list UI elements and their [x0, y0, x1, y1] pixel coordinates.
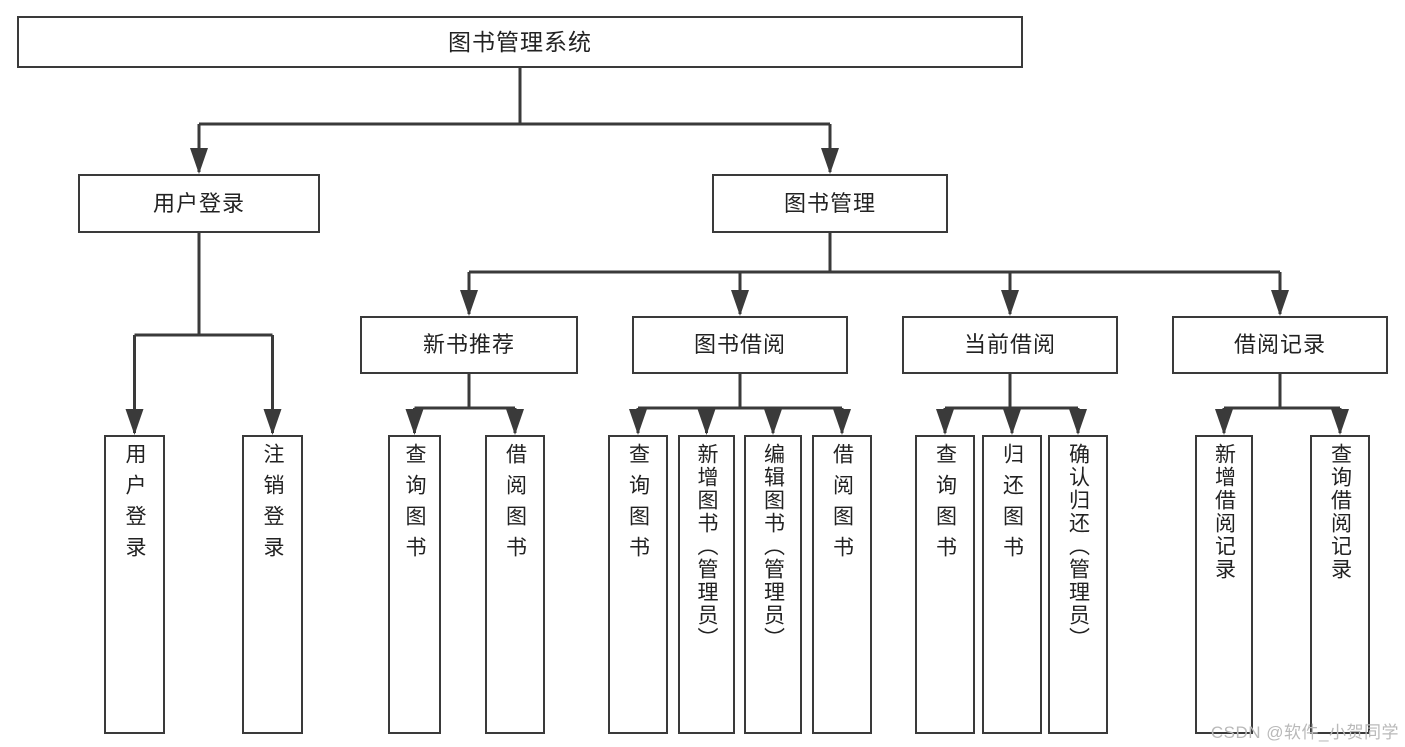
- arrowhead-bw-query: [629, 409, 647, 435]
- node-label-login: 用户登录: [152, 190, 245, 216]
- node-cb-confirm[interactable]: 确认归还（管理员）: [1048, 435, 1108, 734]
- node-borrow[interactable]: 图书借阅: [632, 316, 848, 374]
- node-label-rc-query: 查询借阅记录: [1328, 443, 1352, 581]
- arrowhead-newbook: [460, 290, 478, 316]
- node-label-bw-borrow: 借阅图书: [830, 443, 854, 567]
- node-cb-query[interactable]: 查询图书: [915, 435, 975, 734]
- node-userlogout[interactable]: 注销登录: [242, 435, 303, 734]
- arrowhead-rc-query: [1331, 409, 1349, 435]
- arrowhead-nb-borrow: [506, 409, 524, 435]
- node-label-rc-add: 新增借阅记录: [1212, 443, 1236, 581]
- node-label-cb-return: 归还图书: [1000, 443, 1024, 567]
- node-nb-borrow[interactable]: 借阅图书: [485, 435, 545, 734]
- node-label-nb-borrow: 借阅图书: [503, 443, 527, 567]
- node-newbook[interactable]: 新书推荐: [360, 316, 578, 374]
- node-root[interactable]: 图书管理系统: [17, 16, 1023, 68]
- node-label-current: 当前借阅: [963, 332, 1056, 358]
- arrowhead-borrow: [731, 290, 749, 316]
- node-label-records: 借阅记录: [1233, 332, 1326, 358]
- arrowhead-current: [1001, 290, 1019, 316]
- node-label-bw-add: 新增图书（管理员）: [695, 443, 718, 650]
- node-label-bw-query: 查询图书: [626, 443, 650, 567]
- node-label-cb-query: 查询图书: [933, 443, 957, 567]
- node-label-bookmgmt: 图书管理: [783, 190, 876, 216]
- node-label-bw-edit: 编辑图书（管理员）: [761, 443, 785, 650]
- arrowhead-bw-borrow: [833, 409, 851, 435]
- node-label-nb-query: 查询图书: [403, 443, 426, 567]
- node-bw-add[interactable]: 新增图书（管理员）: [678, 435, 735, 734]
- node-label-userlogin: 用户登录: [123, 443, 146, 567]
- arrowhead-bw-add: [697, 409, 716, 435]
- node-records[interactable]: 借阅记录: [1172, 316, 1388, 374]
- node-label-cb-confirm: 确认归还（管理员）: [1066, 443, 1090, 650]
- node-label-root: 图书管理系统: [448, 28, 592, 55]
- node-label-newbook: 新书推荐: [422, 332, 515, 358]
- node-label-userlogout: 注销登录: [261, 443, 284, 567]
- arrowhead-bookmgmt: [821, 148, 839, 174]
- node-bw-query[interactable]: 查询图书: [608, 435, 668, 734]
- node-current[interactable]: 当前借阅: [902, 316, 1118, 374]
- arrowhead-cb-confirm: [1069, 409, 1087, 435]
- arrowhead-nb-query: [405, 409, 424, 435]
- node-nb-query[interactable]: 查询图书: [388, 435, 441, 734]
- arrowhead-cb-return: [1003, 409, 1021, 435]
- arrowhead-userlogout: [263, 409, 282, 435]
- arrowhead-userlogin: [125, 409, 144, 435]
- node-login[interactable]: 用户登录: [78, 174, 320, 233]
- node-rc-add[interactable]: 新增借阅记录: [1195, 435, 1253, 734]
- watermark-text: CSDN @软件_小贺同学: [1210, 723, 1399, 742]
- arrowhead-cb-query: [936, 409, 954, 435]
- arrowhead-bw-edit: [764, 409, 782, 435]
- arrowhead-records: [1271, 290, 1289, 316]
- arrowhead-rc-add: [1215, 409, 1233, 435]
- arrowhead-login: [190, 148, 208, 174]
- node-bw-borrow[interactable]: 借阅图书: [812, 435, 872, 734]
- node-bw-edit[interactable]: 编辑图书（管理员）: [744, 435, 802, 734]
- node-userlogin[interactable]: 用户登录: [104, 435, 165, 734]
- node-rc-query[interactable]: 查询借阅记录: [1310, 435, 1370, 734]
- node-cb-return[interactable]: 归还图书: [982, 435, 1042, 734]
- node-label-borrow: 图书借阅: [693, 332, 786, 358]
- node-bookmgmt[interactable]: 图书管理: [712, 174, 948, 233]
